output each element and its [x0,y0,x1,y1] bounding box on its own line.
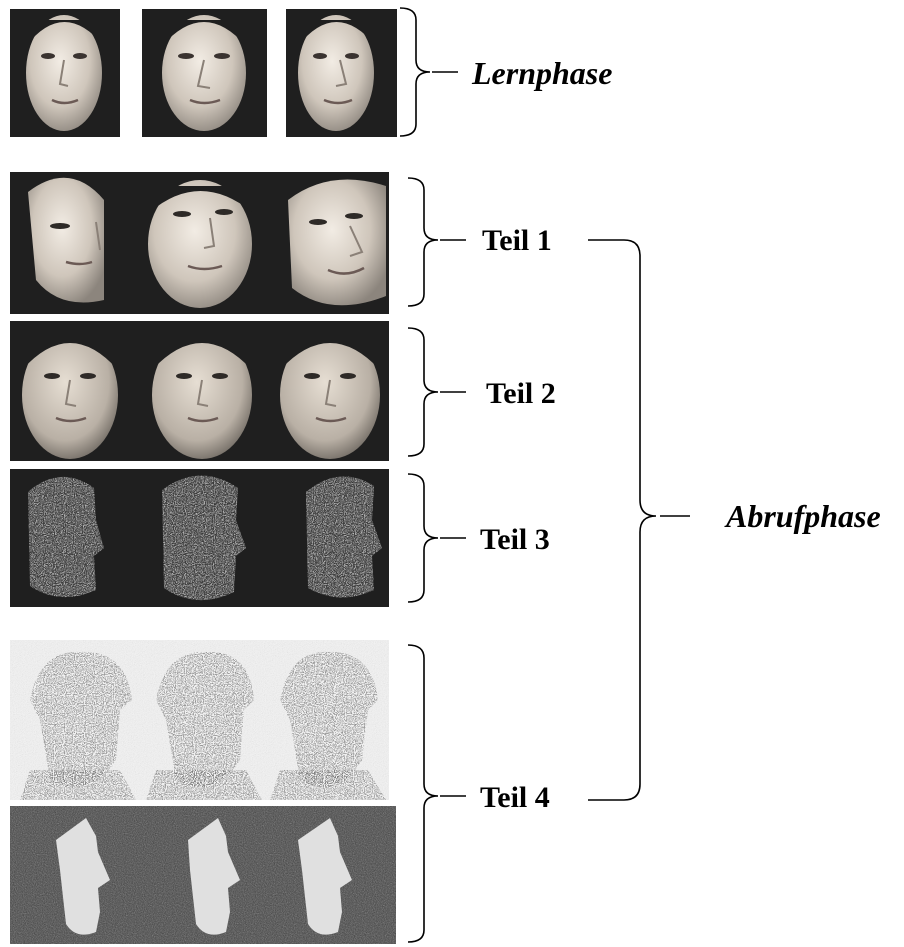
part3-label: Teil 3 [480,523,550,556]
learning-photos [10,9,397,137]
part4-label: Teil 4 [480,781,550,814]
recall-bracket [588,239,657,801]
part3-panel [10,469,389,607]
part1-panel [10,172,389,314]
part4-upper-panel [10,640,389,800]
part1-bracket [407,177,439,307]
part4-bracket [407,644,439,943]
part2-panel [10,321,389,461]
learning-phase-label: Lernphase [471,55,612,91]
part2-label: Teil 2 [486,377,556,410]
brackets [399,7,690,943]
part4-lower-panel [10,806,396,944]
recall-phase-label: Abrufphase [724,498,881,534]
part2-bracket [407,327,439,457]
learning-bracket [399,7,431,137]
part1-label: Teil 1 [482,224,552,257]
part3-bracket [407,473,439,603]
